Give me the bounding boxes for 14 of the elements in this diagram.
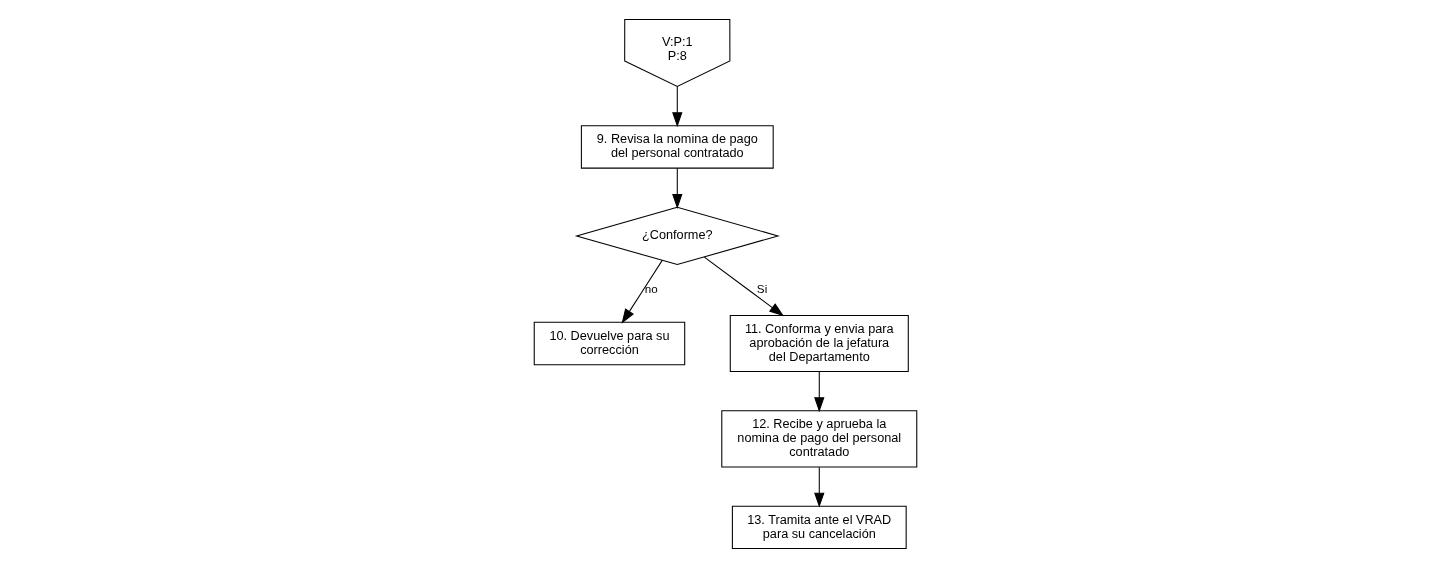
node-box: 13. Tramita ante el VRAD para su cancelación <box>731 505 907 550</box>
arrow <box>621 259 663 324</box>
edge-label: no <box>644 281 658 295</box>
arrow <box>703 256 784 317</box>
edge-label: Si <box>756 281 767 295</box>
arrow <box>813 466 824 508</box>
node-box: 12. Recibe y aprueba la nomina de pago del personal contratado <box>720 410 917 468</box>
node-box: 10. Devuelve para su corrección <box>533 321 685 366</box>
arrow <box>671 167 682 209</box>
arrow <box>813 371 824 413</box>
node-box: 11. Conforma y envia para aprobación de la jefatura del Departamento <box>729 314 909 373</box>
node-diamond: ¿Conforme? <box>574 206 780 266</box>
arrow <box>671 86 682 128</box>
node-box: 9. Revisa la nomina de pago del personal contratado <box>580 125 774 169</box>
